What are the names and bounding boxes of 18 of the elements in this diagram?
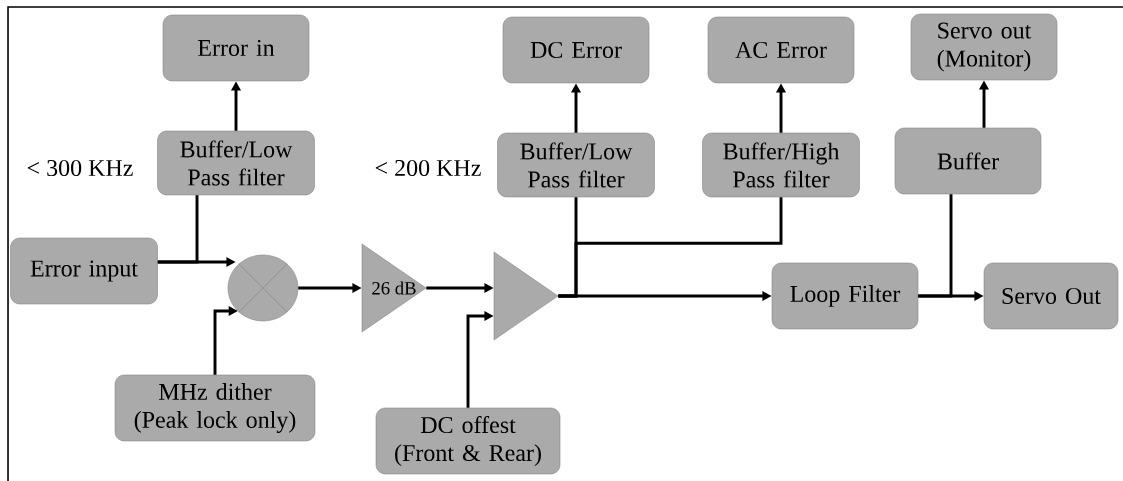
process-box: Buffer/High Pass filter [702, 132, 860, 198]
process-box: Loop Filter [771, 262, 919, 330]
amplifier-triangle: 26 dB [361, 243, 427, 333]
process-box: Error in [162, 14, 310, 82]
process-box: Buffer/Low Pass filter [157, 130, 315, 196]
process-box: Servo Out [983, 262, 1119, 330]
amplifier-triangle [493, 251, 559, 341]
process-box: DC Error [502, 16, 650, 84]
frequency-label: < 300 KHz [27, 159, 133, 177]
process-box: Error input [10, 237, 158, 305]
process-box: MHz dither (Peak lock only) [114, 374, 316, 442]
process-box: Buffer [894, 127, 1042, 195]
process-box: Servo out (Monitor) [910, 13, 1058, 81]
mixer-symbol [227, 254, 299, 322]
process-box: Buffer/Low Pass filter [497, 132, 655, 198]
process-box: AC Error [707, 16, 855, 84]
process-box: DC offest (Front & Rear) [375, 407, 561, 475]
frequency-label: < 200 KHz [375, 159, 481, 177]
